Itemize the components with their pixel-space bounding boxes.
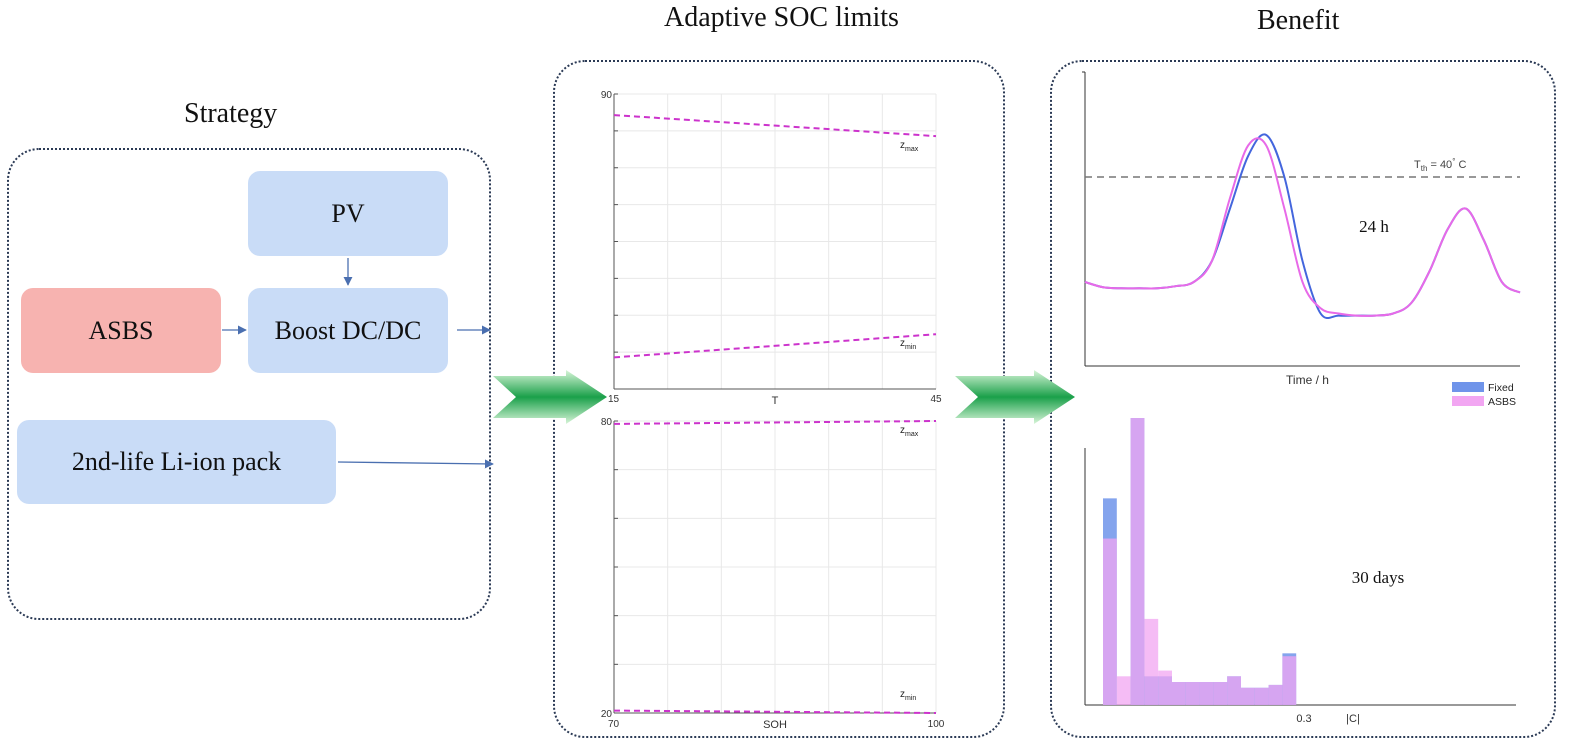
x-tick-label: 0.3	[1296, 713, 1311, 725]
y-tick-label: 80	[601, 417, 613, 428]
x-tick-label: 15	[608, 394, 620, 405]
x-tick-label: 70	[608, 719, 620, 730]
histogram-bar-asbs	[1241, 687, 1255, 705]
series-zmin-line	[613, 709, 937, 714]
legend-swatch-fixed	[1452, 382, 1484, 392]
x-axis-label: Time / h	[1286, 373, 1329, 387]
histogram-bar-asbs	[1199, 682, 1214, 705]
adaptive-soc-title: Adaptive SOC limits	[664, 2, 899, 33]
histogram-bar-asbs	[1158, 670, 1172, 705]
y-tick-label: 20	[601, 709, 613, 720]
legend-label-fixed: Fixed	[1488, 382, 1514, 394]
series-zmax-label: zmax	[900, 425, 919, 438]
x-axis-label: SOH	[763, 719, 787, 731]
pack-out-arrow	[337, 459, 494, 469]
series-zmax-line	[613, 114, 937, 138]
histogram-bar-asbs	[1254, 687, 1269, 705]
duration-annotation: 30 days	[1352, 568, 1404, 587]
histogram-bar-asbs	[1227, 676, 1241, 705]
pv-block: PV	[248, 171, 448, 256]
histogram-bar-asbs	[1130, 418, 1145, 705]
histogram-bar-asbs	[1103, 538, 1117, 705]
x-axis-label: |C|	[1346, 713, 1360, 725]
x-tick-label: 45	[930, 394, 942, 405]
li-ion-pack-block: 2nd-life Li-ion pack	[17, 420, 336, 504]
histogram-bar-asbs	[1172, 682, 1186, 705]
series-zmin-label: zmin	[900, 689, 916, 702]
x-tick-label: 100	[928, 719, 945, 730]
histogram-bar-asbs	[1116, 676, 1131, 705]
histogram-bar-asbs	[1213, 682, 1228, 705]
benefit-title: Benefit	[1257, 5, 1340, 36]
histogram-bar-asbs	[1282, 656, 1297, 705]
asbs-block: ASBS	[21, 288, 221, 373]
histogram-bar-asbs	[1144, 618, 1159, 705]
boost-dcdc-block: Boost DC/DC	[248, 288, 448, 373]
series-zmin-line	[613, 333, 937, 359]
series-zmax-label: zmax	[900, 140, 919, 153]
series-zmin-label: zmin	[900, 338, 916, 351]
green-chevron-arrow-icon	[955, 370, 1075, 424]
histogram-bar-asbs	[1268, 684, 1283, 705]
duration-annotation: 24 h	[1359, 217, 1389, 236]
strategy-panel	[7, 148, 491, 620]
green-chevron-arrow-icon	[493, 370, 607, 424]
histogram-bar-asbs	[1185, 682, 1200, 705]
series-zmax-line	[613, 420, 937, 425]
legend-label-asbs: ASBS	[1488, 396, 1516, 408]
series-ASBS-curve	[1084, 137, 1521, 317]
y-tick-label: 90	[601, 90, 613, 101]
threshold-label: Tth = 40° C	[1414, 157, 1466, 173]
strategy-title: Strategy	[184, 98, 278, 129]
x-axis-label: T	[772, 395, 779, 407]
legend-swatch-asbs	[1452, 396, 1484, 406]
